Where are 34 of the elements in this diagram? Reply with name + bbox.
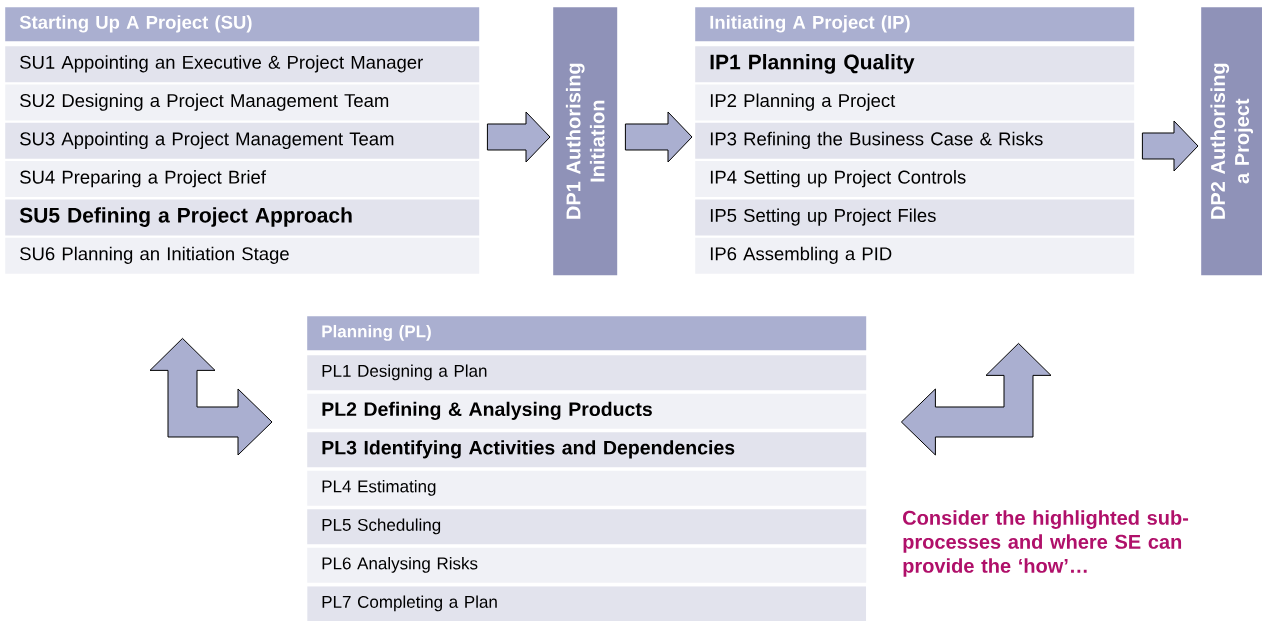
table-row: PL7 Completing a Plan: [307, 586, 867, 621]
decision-bar: DP1 Authorising Initiation: [553, 7, 618, 276]
table-row: IP4 Setting up Project Controls: [695, 161, 1135, 198]
bent-arrow: [149, 337, 273, 456]
table-row: SU5 Defining a Project Approach: [5, 199, 480, 236]
table-header: Initiating A Project (IP): [695, 7, 1135, 42]
table-row: PL6 Analysing Risks: [307, 547, 867, 583]
table-row: PL3 Identifying Activities and Dependencies: [307, 432, 867, 468]
table-row: IP6 Assembling a PID: [695, 237, 1135, 274]
node-label: IP6 Assembling a PID: [710, 246, 892, 264]
decision-bar: DP2 Authorising a Project: [1201, 7, 1262, 276]
table-row: PL2 Defining & Analysing Products: [307, 393, 867, 429]
table-row: PL5 Scheduling: [307, 509, 867, 545]
table-row: SU2 Designing a Project Management Team: [5, 84, 480, 121]
table-row: IP2 Planning a Project: [695, 84, 1135, 121]
table-row: SU3 Appointing a Project Management Team: [5, 122, 480, 159]
table-row: PL1 Designing a Plan: [307, 355, 867, 391]
table-header: Starting Up A Project (SU): [5, 7, 480, 42]
node-label: IP4 Setting up Project Controls: [710, 170, 966, 188]
table-row: IP5 Setting up Project Files: [695, 199, 1135, 236]
bent-arrow: [900, 342, 1052, 456]
table-row: SU1 Appointing an Executive & Project Manager: [5, 46, 480, 83]
table-row: SU6 Planning an Initiation Stage: [5, 237, 480, 274]
note-text: Consider the highlighted sub-processes and where SE can provide the ‘how’…: [903, 510, 1189, 577]
block-arrow: [486, 111, 551, 163]
table-row: PL4 Estimating: [307, 470, 867, 506]
table-row: IP3 Refining the Business Case & Risks: [695, 122, 1135, 159]
table-row: SU4 Preparing a Project Brief: [5, 161, 480, 198]
node-label: SU6 Planning an Initiation Stage: [20, 246, 289, 264]
node-label: SU4 Preparing a Project Brief: [20, 170, 266, 188]
table-row: IP1 Planning Quality: [695, 46, 1135, 83]
block-arrow: [624, 111, 693, 163]
block-arrow: [1141, 120, 1199, 172]
table-header: Planning (PL): [307, 316, 867, 351]
